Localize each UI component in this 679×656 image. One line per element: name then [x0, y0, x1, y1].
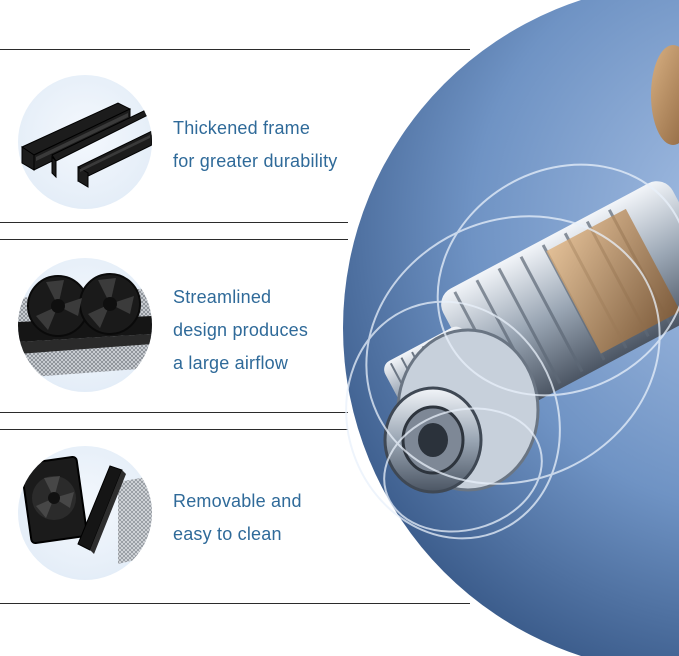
motor-rotor-icon [343, 0, 679, 656]
divider-1a [0, 222, 348, 223]
frame-profile-icon [20, 102, 152, 188]
frame-thumbnail [18, 75, 152, 209]
feature-line: Removable and [173, 491, 302, 511]
divider-top [0, 49, 470, 50]
feature-line: design produces [173, 320, 309, 340]
motor-hero-image [343, 0, 679, 656]
removable-filter-icon [20, 456, 152, 564]
feature-line: a large airflow [173, 353, 289, 373]
divider-2b [0, 429, 348, 430]
divider-2a [0, 412, 348, 413]
fan-filter-icon [18, 273, 152, 378]
feature-removable-text: Removable and easy to clean [173, 485, 302, 551]
feature-line: for greater durability [173, 151, 338, 171]
feature-durability-text: Thickened frame for greater durability [173, 112, 337, 178]
feature-line: Streamlined [173, 287, 272, 307]
feature-airflow-text: Streamlined design produces a large airf… [173, 281, 308, 380]
divider-1b [0, 239, 348, 240]
removable-thumbnail [18, 446, 152, 580]
feature-line: Thickened frame [173, 118, 311, 138]
fan-thumbnail [18, 258, 152, 392]
divider-bottom [0, 603, 470, 604]
feature-line: easy to clean [173, 524, 282, 544]
